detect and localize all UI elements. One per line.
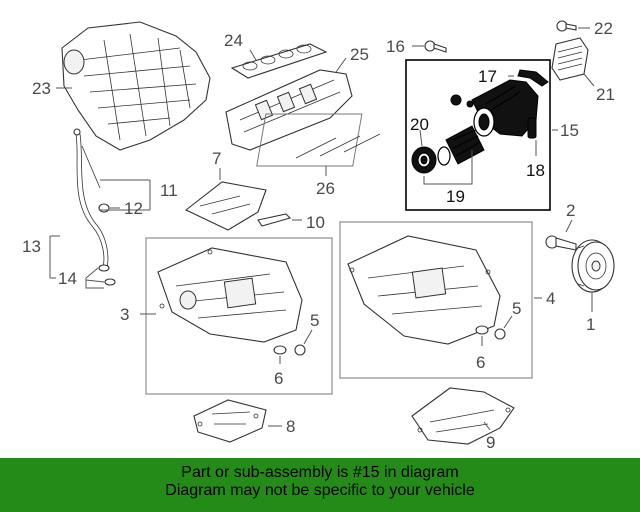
callout-24: 24 xyxy=(224,31,243,50)
callout-4: 4 xyxy=(546,289,555,308)
callout-18: 18 xyxy=(526,161,545,180)
callout-13: 13 xyxy=(22,237,41,256)
callout-14: 14 xyxy=(58,269,77,288)
part-6-washer-b[interactable] xyxy=(475,325,489,335)
part-9-lower-oil-pan[interactable] xyxy=(411,387,515,445)
part-8-oil-pan-plate[interactable] xyxy=(193,399,267,443)
part-26-group-box xyxy=(256,113,363,167)
callout-8: 8 xyxy=(286,417,295,436)
part-26-gaskets[interactable] xyxy=(295,133,381,159)
callout-9: 9 xyxy=(486,433,495,452)
part-4-group-box xyxy=(339,221,533,379)
part-2-bolt[interactable] xyxy=(545,235,577,251)
part-4-oil-pan[interactable] xyxy=(347,235,501,345)
part-5-drain-plug-b[interactable] xyxy=(494,328,506,340)
part-14-seals[interactable] xyxy=(98,264,116,286)
callout-20: 20 xyxy=(410,115,429,134)
callout-7: 7 xyxy=(212,149,221,168)
part-23-intake-plenum[interactable] xyxy=(61,21,211,151)
callout-11: 11 xyxy=(160,181,178,200)
part-25-intake-manifold[interactable] xyxy=(225,69,353,151)
part-13-dipstick-tube[interactable] xyxy=(73,128,109,271)
part-21-oil-cooler[interactable] xyxy=(551,37,589,81)
callout-10: 10 xyxy=(306,213,325,232)
callout-21: 21 xyxy=(596,85,615,104)
callout-5a: 5 xyxy=(310,311,319,330)
part-15-oil-filter-housing[interactable] xyxy=(450,69,549,139)
part-3-group-box xyxy=(145,237,333,395)
footer-line-2: Diagram may not be specific to your vehi… xyxy=(165,482,475,499)
part-7-baffle[interactable] xyxy=(184,181,267,231)
part-20-filter-cap[interactable] xyxy=(411,146,437,174)
callout-16: 16 xyxy=(386,37,405,56)
callout-26: 26 xyxy=(316,179,335,198)
callout-2: 2 xyxy=(566,201,575,220)
part-22-bolt[interactable] xyxy=(556,20,577,32)
callout-15: 15 xyxy=(560,121,579,140)
part-10-sensor[interactable] xyxy=(257,213,292,227)
callout-17: 17 xyxy=(478,67,497,86)
part-1-crankshaft-pulley[interactable] xyxy=(571,239,615,293)
footer-banner: Part or sub-assembly is #15 in diagram D… xyxy=(0,458,640,512)
callout-6b: 6 xyxy=(476,353,485,372)
callout-5b: 5 xyxy=(512,299,521,318)
parts-diagram: 23 24 25 26 16 22 21 xyxy=(22,19,615,452)
callout-1: 1 xyxy=(586,315,595,334)
callout-3: 3 xyxy=(120,305,129,324)
part-3-upper-oil-pan[interactable] xyxy=(157,247,303,343)
part-5-drain-plug-a[interactable] xyxy=(294,344,306,356)
part-16-bolt[interactable] xyxy=(424,40,447,53)
callout-6a: 6 xyxy=(274,369,283,388)
part-6-washer-a[interactable] xyxy=(273,345,287,355)
callout-12: 12 xyxy=(124,199,143,218)
part-12-o-ring[interactable] xyxy=(98,203,110,213)
part-24-gasket[interactable] xyxy=(230,43,328,79)
callout-23: 23 xyxy=(32,79,51,98)
part-19-oil-filter[interactable] xyxy=(437,125,485,166)
footer-line-1: Part or sub-assembly is #15 in diagram xyxy=(181,464,459,481)
part-11-dipstick[interactable] xyxy=(81,145,101,189)
callout-19: 19 xyxy=(446,187,465,206)
callout-22: 22 xyxy=(594,19,613,38)
callout-25: 25 xyxy=(350,45,369,64)
